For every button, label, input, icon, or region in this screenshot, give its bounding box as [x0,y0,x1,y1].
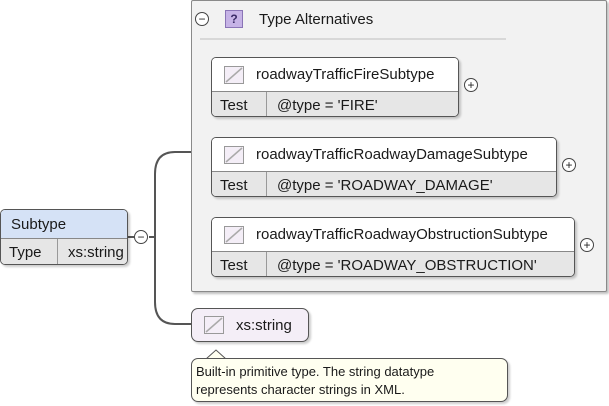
alternative-box-roadway-obstruction[interactable]: roadwayTrafficRoadwayObstructionSubtype … [211,217,575,277]
type-value: xs:string [68,243,124,261]
alternative-name: roadwayTrafficFireSubtype [256,66,435,83]
simple-type-name: xs:string [236,316,292,334]
plus-circle-icon: + [467,78,475,92]
subtype-element[interactable]: Subtype Type xs:string [0,209,128,265]
alternatives-title: Type Alternatives [259,11,374,28]
plus-circle-icon: + [565,158,573,172]
test-expression: @type = 'ROADWAY_DAMAGE' [277,176,493,194]
simple-type-icon [204,316,224,334]
collapse-subtype-button[interactable]: − [134,230,148,244]
test-label: Test [212,92,267,116]
expand-alternative-fire-button[interactable]: + [464,78,478,92]
element-name: Subtype [1,210,127,239]
test-label: Test [212,172,267,196]
collapse-alternatives-button[interactable]: − [195,12,209,26]
alternative-name: roadwayTrafficRoadwayDamageSubtype [256,146,528,163]
alternative-box-fire[interactable]: roadwayTrafficFireSubtype Test @type = '… [211,57,459,117]
test-label: Test [212,252,267,276]
documentation-tooltip: Built-in primitive type. The string data… [191,358,508,402]
minus-circle-icon: − [137,230,145,244]
simple-type-icon [224,65,244,84]
minus-circle-icon: − [198,12,206,26]
type-label: Type [1,239,58,264]
plus-circle-icon: + [583,238,591,252]
test-expression: @type = 'ROADWAY_OBSTRUCTION' [277,256,537,274]
tooltip-pointer [205,349,227,360]
documentation-line: Built-in primitive type. The string data… [196,364,435,379]
documentation-line: represents character strings in XML. [196,382,405,397]
simple-type-icon [224,225,244,244]
question-icon: ? [225,10,243,28]
expand-alternative-roadway-damage-button[interactable]: + [562,158,576,172]
test-expression: @type = 'FIRE' [277,96,378,114]
simple-type-icon [224,145,244,164]
header-divider [200,38,506,40]
expand-alternative-roadway-obstruction-button[interactable]: + [580,238,594,252]
simple-type-box[interactable]: xs:string [191,308,309,342]
alternative-box-roadway-damage[interactable]: roadwayTrafficRoadwayDamageSubtype Test … [211,137,557,197]
alternative-name: roadwayTrafficRoadwayObstructionSubtype [256,226,548,243]
